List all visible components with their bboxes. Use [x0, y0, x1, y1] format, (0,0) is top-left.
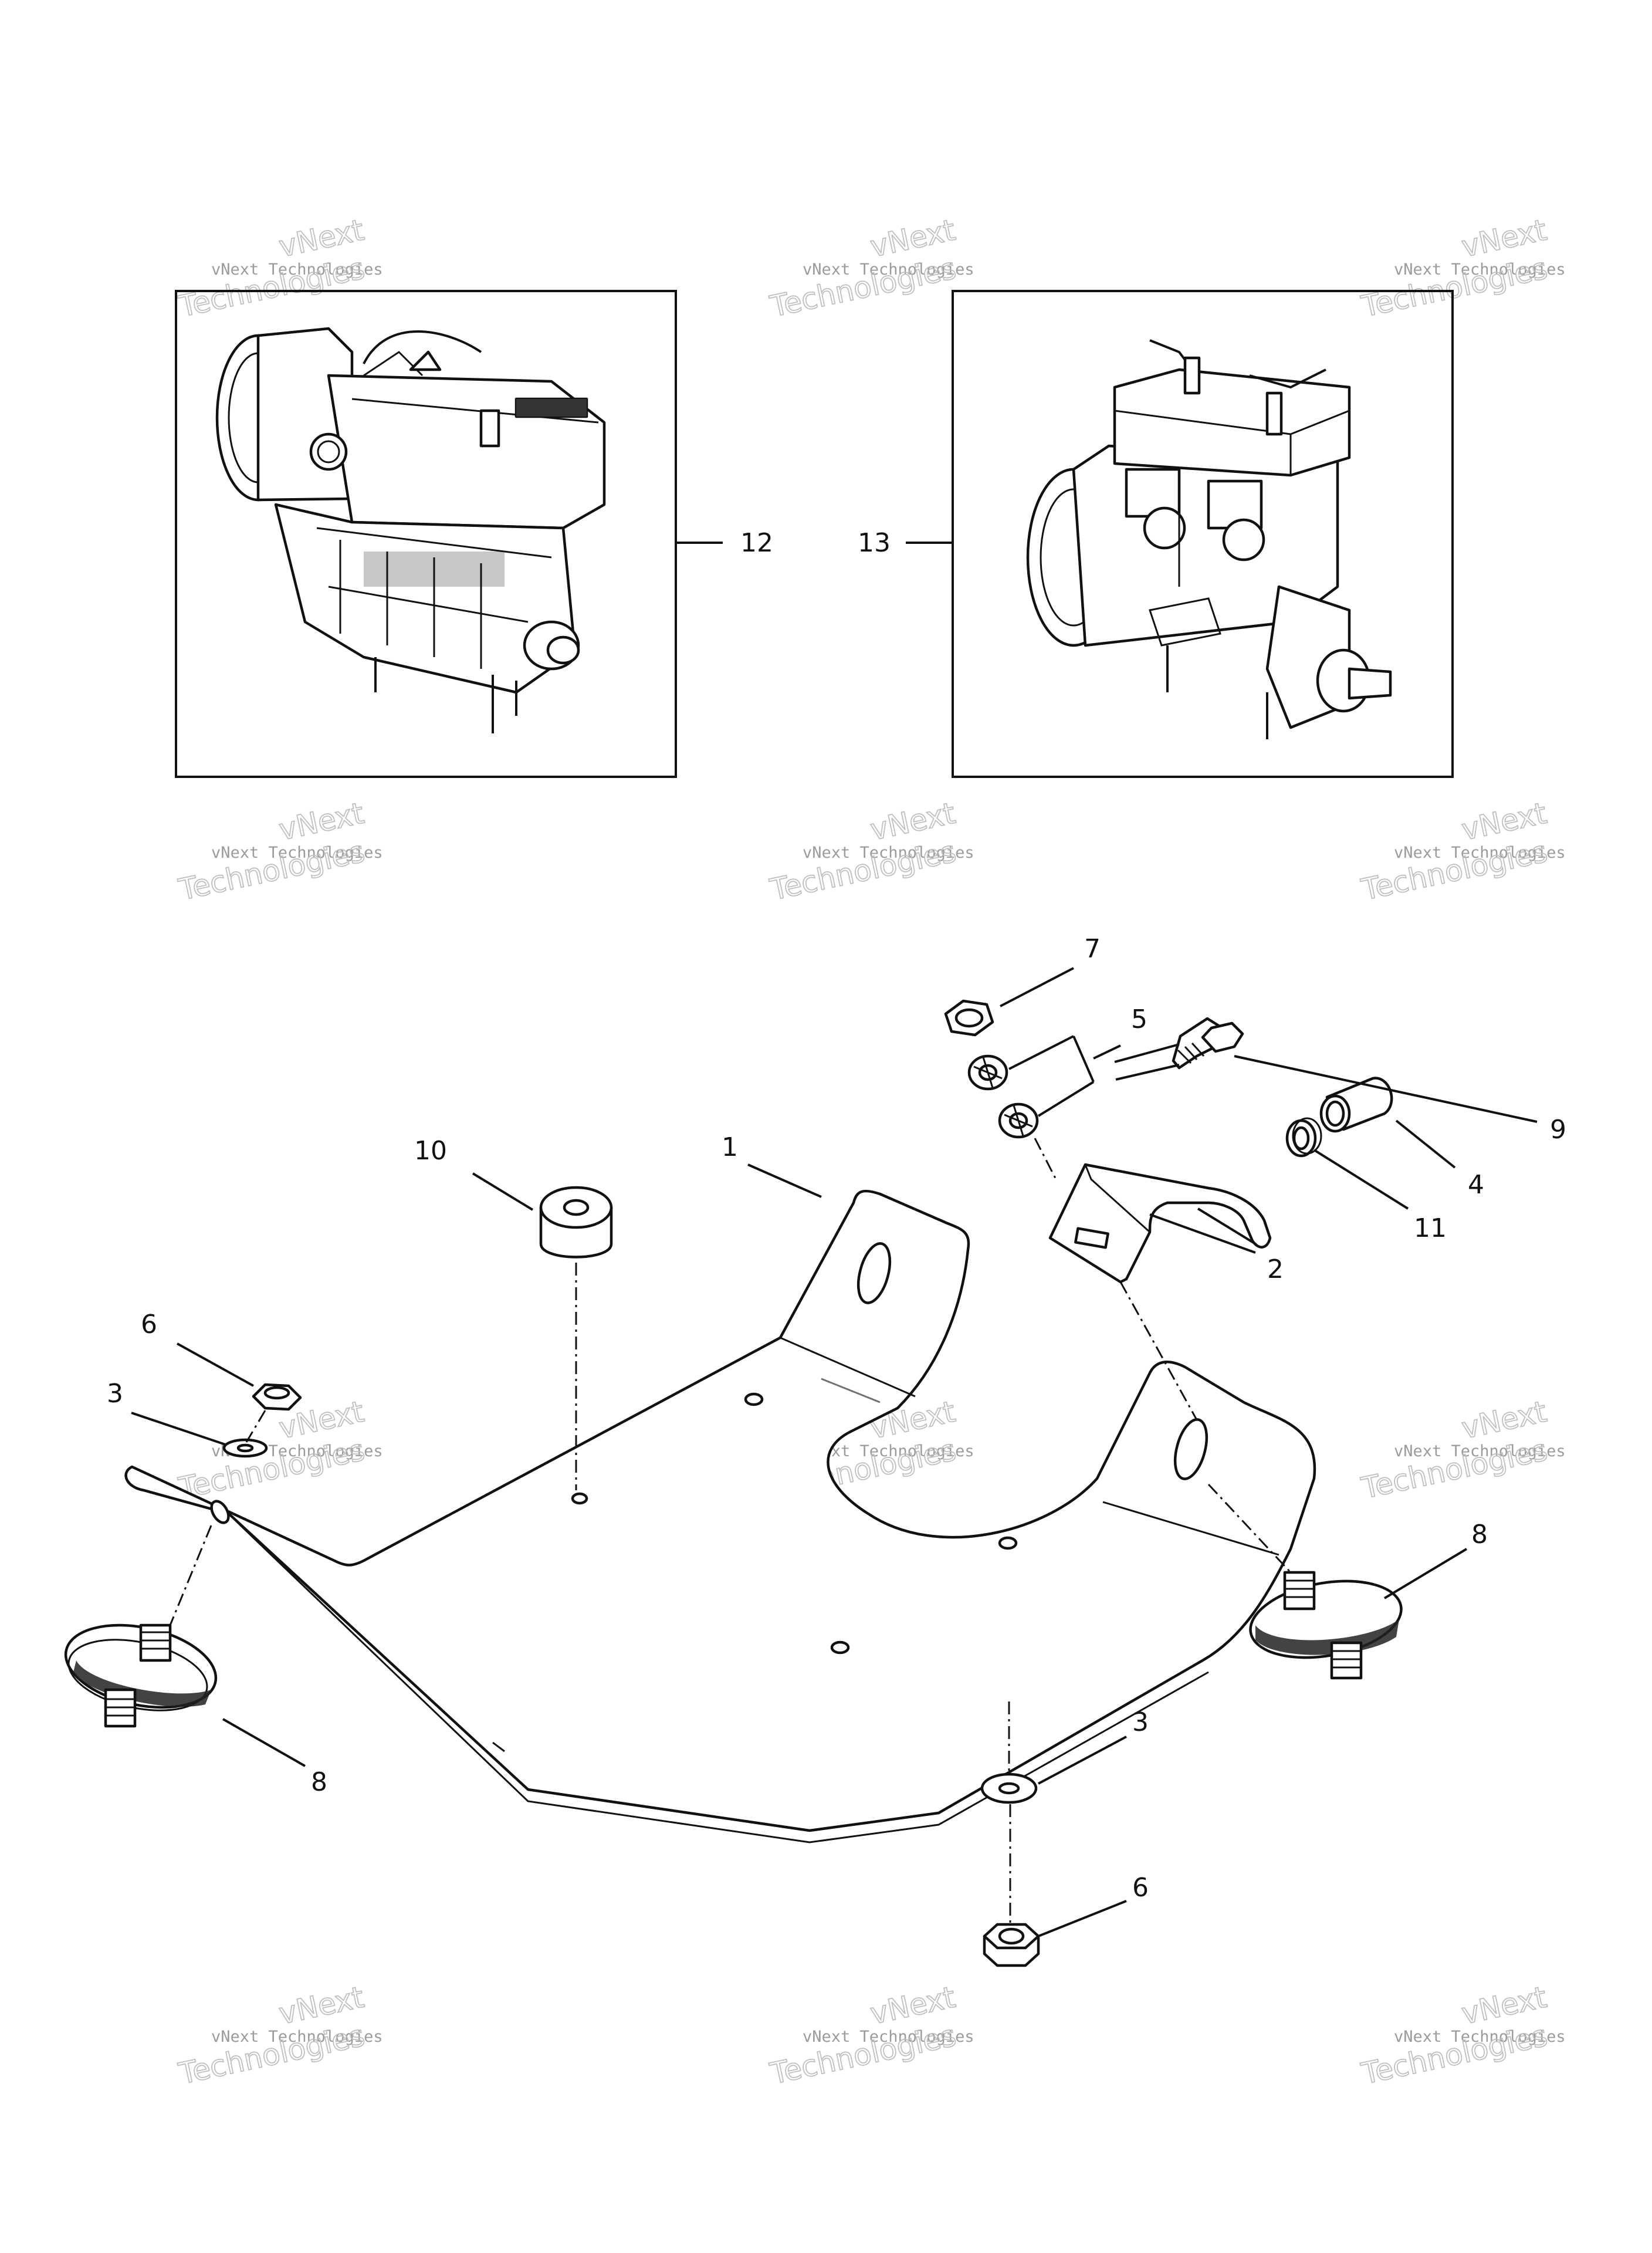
callout-8-left: 8 — [311, 1767, 327, 1797]
engine-box-13: 13 — [858, 290, 1454, 778]
washer-3-left — [222, 1438, 268, 1458]
washer-3-bottom — [980, 1772, 1038, 1804]
watermark-vnext-technologies: vNext Technologies — [211, 844, 383, 862]
callout-11: 11 — [1414, 1213, 1447, 1243]
callout-13: 13 — [858, 528, 891, 558]
leader-lines — [131, 967, 1538, 1937]
bolt-9 — [1114, 1017, 1244, 1081]
rubber-mount-left — [64, 1623, 218, 1728]
watermark-vnext-technologies: vNext Technologies — [1394, 261, 1566, 279]
watermark-vnext-technologies: vNext Technologies — [211, 261, 383, 279]
callout-labels: 7 5 9 4 11 2 1 10 6 3 8 8 3 6 — [107, 934, 1566, 1903]
watermark-vnext-technologies: vNext Technologies — [803, 844, 974, 862]
callout-4: 4 — [1468, 1170, 1484, 1200]
callout-6-left: 6 — [141, 1310, 157, 1339]
callout-8-right: 8 — [1471, 1520, 1488, 1550]
callout-3-left: 3 — [107, 1379, 123, 1409]
callout-6-bottom: 6 — [1132, 1873, 1149, 1903]
callout-3-bottom: 3 — [1132, 1707, 1149, 1737]
lock-washer-5b — [998, 1102, 1039, 1139]
engine-mounting-plate — [124, 1189, 1316, 1843]
watermark-vnext-technologies: vNext Technologies — [803, 2028, 974, 2046]
watermark-vnext-technologies: vNext Technologies — [803, 261, 974, 279]
rubber-mount-right — [1249, 1571, 1403, 1680]
engine-box-12: 12 — [175, 290, 773, 778]
callout-7: 7 — [1084, 934, 1101, 964]
single-cylinder-engine-illustration — [215, 327, 606, 733]
twin-cylinder-engine-illustration — [1026, 339, 1392, 739]
spacer-4 — [1319, 1077, 1393, 1133]
engine-bracket — [1048, 1163, 1272, 1284]
nut-7 — [944, 999, 994, 1037]
nut-6-left — [252, 1383, 302, 1411]
callout-1: 1 — [722, 1132, 738, 1162]
watermark-vnext-technologies: vNext Technologies — [1394, 2028, 1566, 2046]
callout-12: 12 — [740, 528, 773, 558]
nut-6-bottom — [983, 1923, 1040, 1967]
watermark-vnext-technologies: vNext Technologies — [1394, 1442, 1566, 1460]
callout-9: 9 — [1550, 1115, 1566, 1145]
spacer-sleeve-4 — [0, 1068, 1404, 1131]
washer-11 — [1285, 1117, 1322, 1158]
assembly-lines — [169, 1138, 1292, 1924]
rubber-bushing — [539, 1186, 613, 1259]
watermark-vnext-technologies: vNext Technologies — [211, 2028, 383, 2046]
callout-2: 2 — [1267, 1254, 1284, 1284]
callout-10: 10 — [414, 1136, 447, 1166]
watermark-vnext-technologies: vNext Technologies — [1394, 844, 1566, 862]
lock-washer-5 — [967, 1054, 1008, 1091]
callout-5: 5 — [1131, 1004, 1147, 1034]
